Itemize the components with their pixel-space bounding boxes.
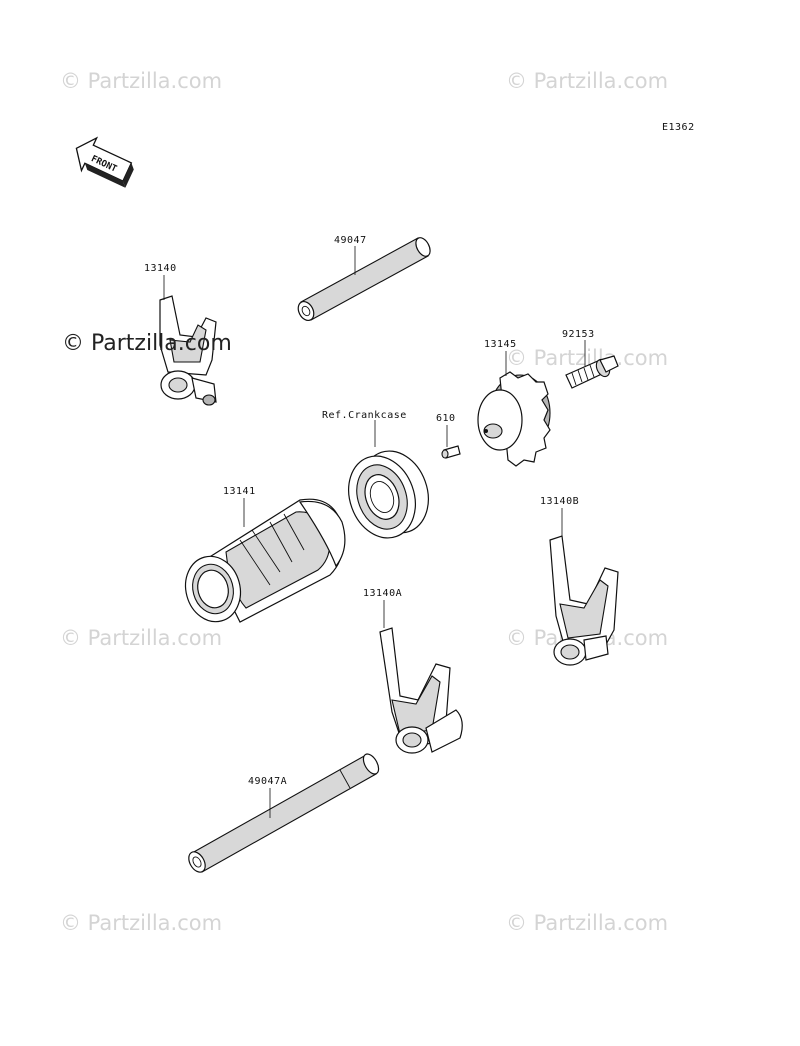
watermark-top-left: © Partzilla.com (60, 69, 222, 93)
shift-drum-13141 (184, 498, 346, 623)
callout-13141: 13141 (223, 486, 256, 497)
callout-13140b: 13140B (540, 496, 579, 507)
callout-13145: 13145 (484, 339, 517, 350)
callout-92153: 92153 (562, 329, 595, 340)
callout-13140a: 13140A (363, 588, 402, 599)
bolt-92153 (565, 355, 619, 389)
watermark-bottom-right: © Partzilla.com (506, 911, 668, 935)
callout-49047: 49047 (334, 235, 367, 246)
watermark-bottom-left: © Partzilla.com (60, 911, 222, 935)
callout-ref-crankcase: Ref.Crankcase (322, 410, 407, 421)
shift-fork-13140a (379, 627, 463, 754)
shift-fork-13140 (159, 295, 217, 406)
callout-13140: 13140 (144, 263, 177, 274)
callout-49047a: 49047A (248, 776, 287, 787)
bearing-ref-crankcase (348, 450, 429, 539)
watermark-top-right: © Partzilla.com (506, 69, 668, 93)
diagram-code: E1362 (662, 122, 695, 133)
shift-fork-13140b (549, 535, 619, 666)
front-arrow-icon: FRONT (75, 136, 134, 188)
shaft-49047a (188, 753, 380, 873)
cam-13145 (477, 371, 551, 467)
callout-610: 610 (436, 413, 456, 424)
watermark-main: © Partzilla.com (62, 331, 232, 356)
pin-610 (441, 445, 461, 459)
shaft-49047 (297, 237, 431, 322)
watermark-lower-left: © Partzilla.com (60, 626, 222, 650)
